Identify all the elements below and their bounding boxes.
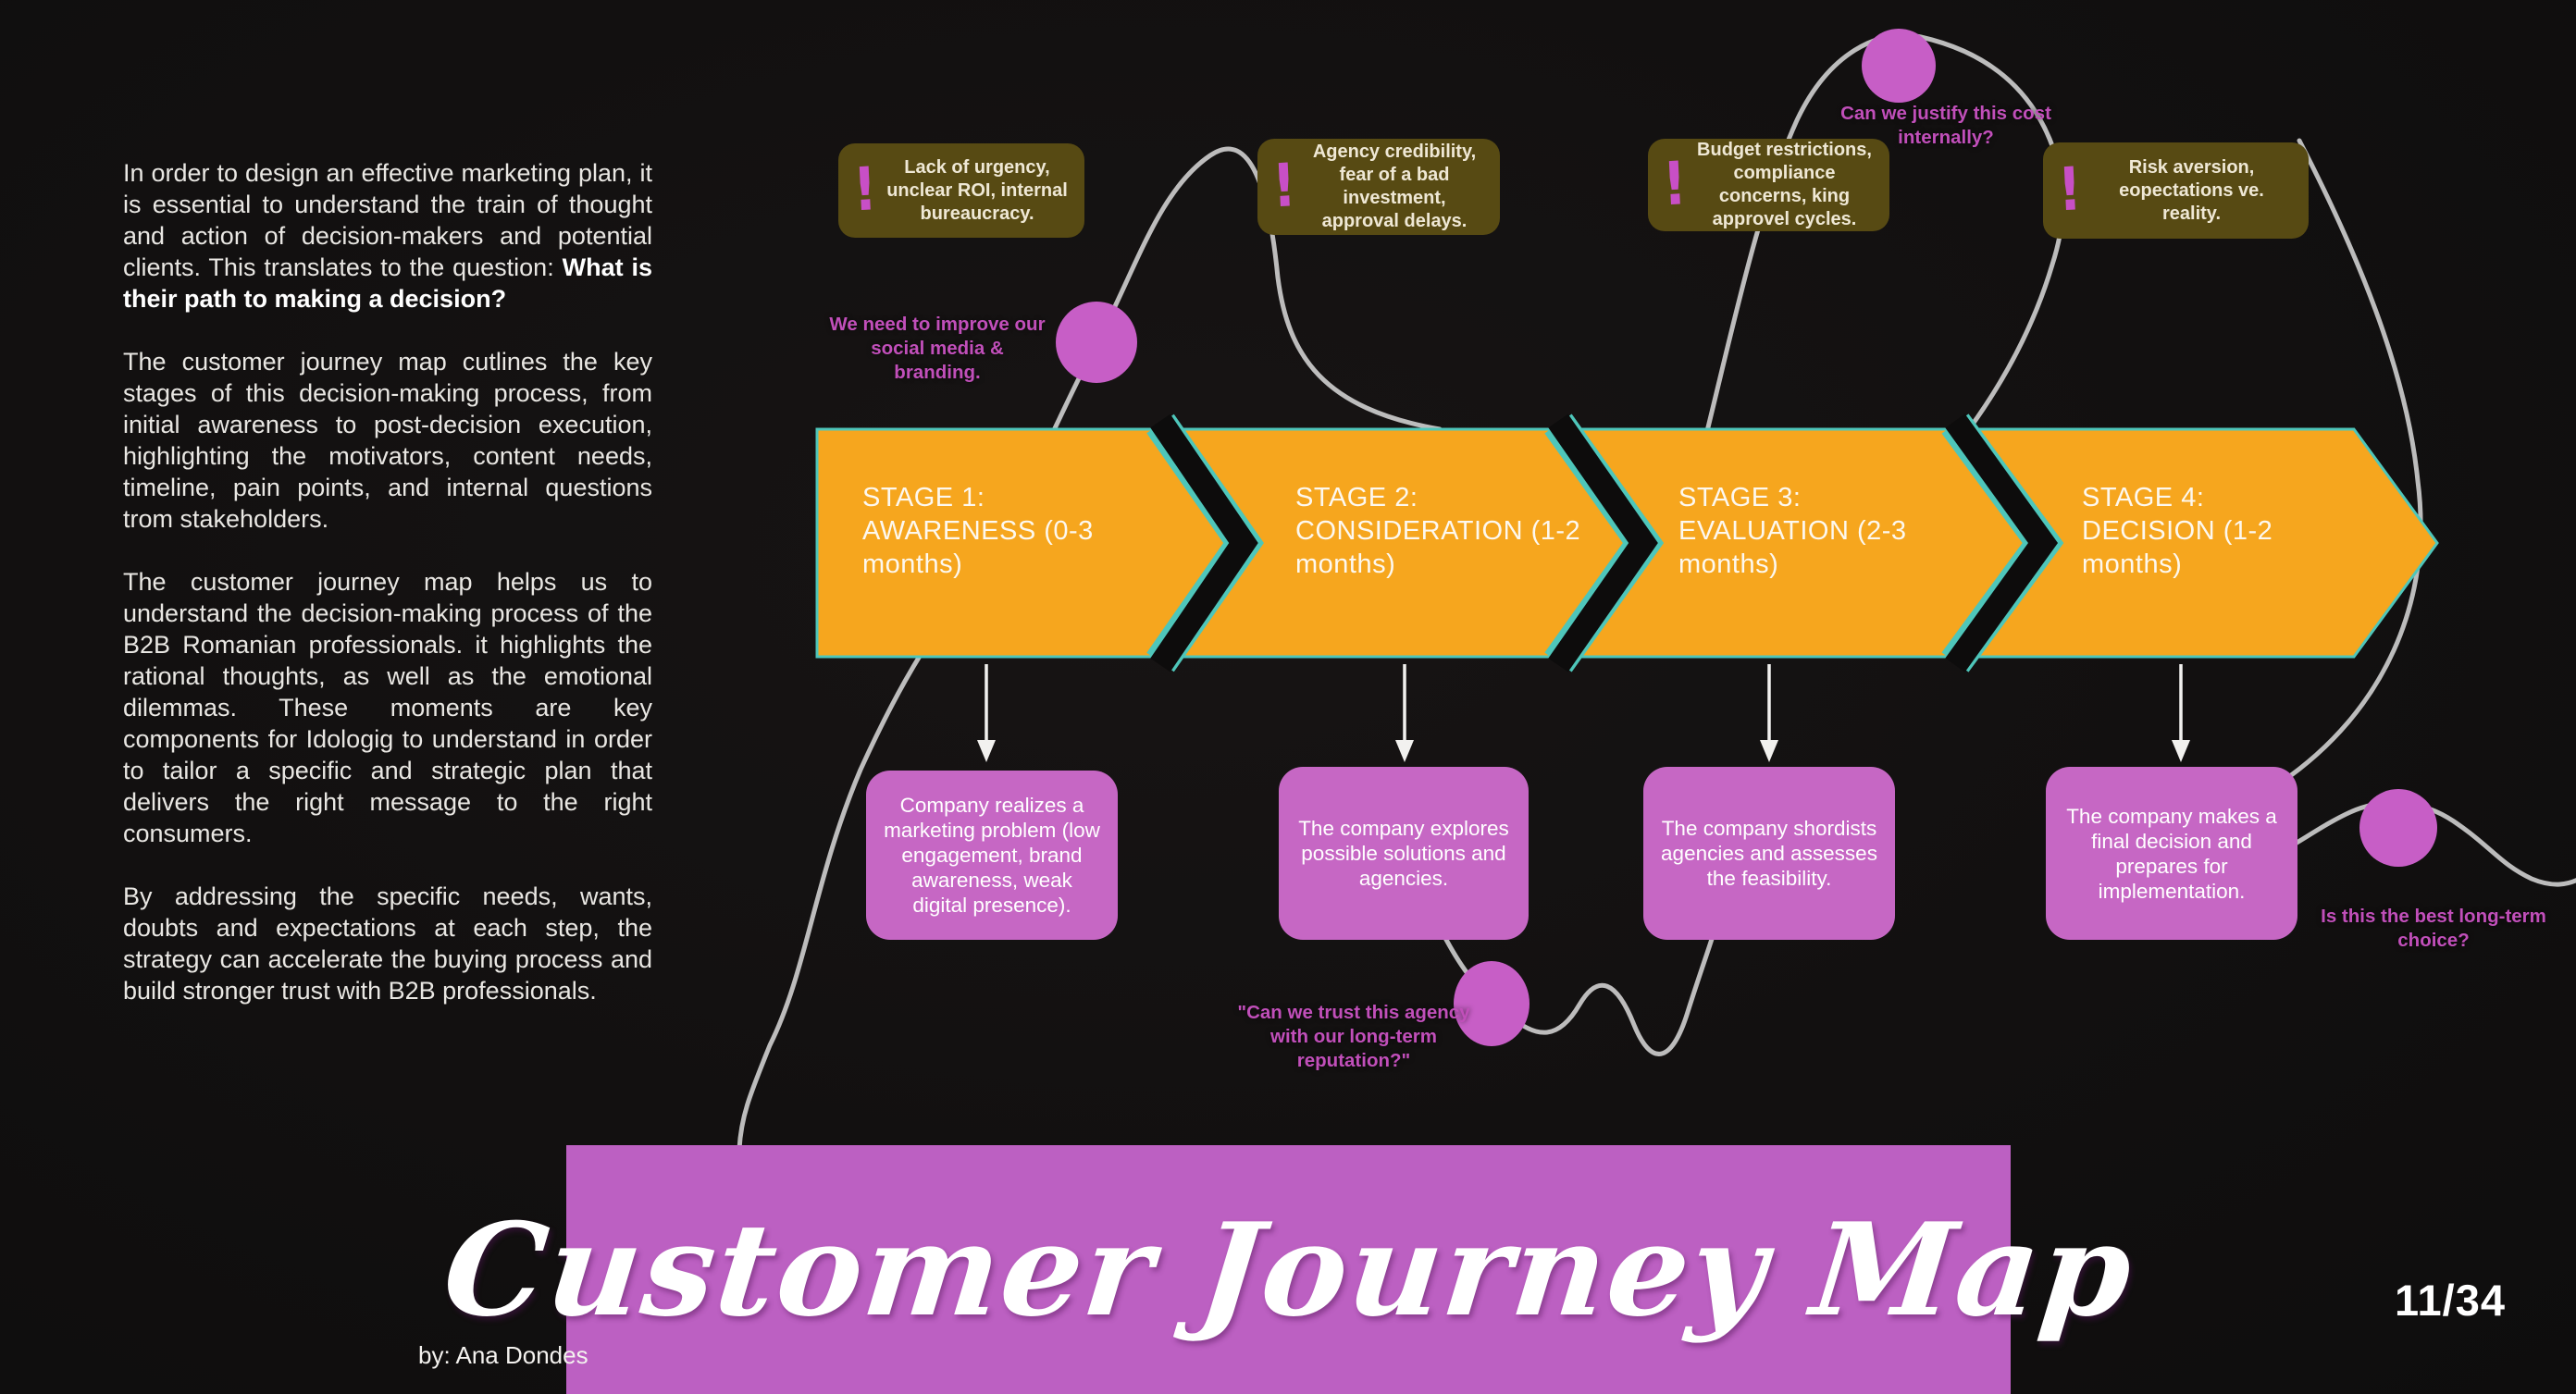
thought-circle-2 <box>1862 29 1936 103</box>
outcome-text-4: The company makes a final decision and p… <box>2066 804 2277 903</box>
journey-line-decision-down <box>2278 138 2423 785</box>
outcome-text-1: Company realizes a marketing problem (lo… <box>884 794 1100 917</box>
thought-circle-1 <box>1056 302 1137 383</box>
down-arrow-head-icon <box>1760 740 1778 762</box>
stage-2-title: STAGE 2: CONSIDERATION (1-2 months) <box>1295 483 1581 579</box>
outcome-box-2: The company explores possible solutions … <box>1279 767 1529 940</box>
stage-3-title: STAGE 3: EVALUATION (2-3 months) <box>1678 483 1907 579</box>
intro-paragraph-1: In order to design an effective marketin… <box>123 157 652 315</box>
pain-point-callout-2: ! Agency credibility, fear of a bad inve… <box>1257 139 1500 235</box>
chevron-separator <box>1150 413 1258 672</box>
pain-point-callout-4: ! Risk aversion, eopectations ve. realit… <box>2043 142 2309 239</box>
thought-text-3: "Can we trust this agency with our long-… <box>1237 1002 1470 1071</box>
down-arrow-head-icon <box>2172 740 2190 762</box>
chevron-separator <box>1945 413 2059 672</box>
outcome-text-2: The company explores possible solutions … <box>1298 817 1509 890</box>
down-arrow-head-icon <box>1395 740 1414 762</box>
stage-1-title: STAGE 1: AWARENESS (0-3 months) <box>862 483 1094 579</box>
author-credit: by: Ana Dondes <box>418 1341 588 1369</box>
intro-paragraph-1-text: In order to design an effective marketin… <box>123 159 652 281</box>
intro-text-block: In order to design an effective marketin… <box>123 157 652 1038</box>
slide-title: Customer Journey Map <box>437 1194 2140 1345</box>
pain-point-text-1: Lack of urgency, unclear ROI, internal b… <box>886 156 1068 224</box>
stage-down-arrows <box>977 664 2190 762</box>
chevron-separator <box>1548 413 1658 672</box>
outcome-box-3: The company shordists agencies and asses… <box>1643 767 1895 940</box>
title-banner: Customer Journey Map <box>437 1145 2140 1394</box>
thought-text-2: Can we justify this cost internally? <box>1840 103 2051 148</box>
intro-paragraph-3: The customer journey map helps us to und… <box>123 568 652 847</box>
thought-circle-3 <box>1454 961 1530 1046</box>
down-arrow-head-icon <box>977 740 996 762</box>
page-number: 11/34 <box>2395 1276 2507 1325</box>
pain-point-text-2: Agency credibility, fear of a bad invest… <box>1312 142 1477 231</box>
thought-circle-4 <box>2359 789 2437 867</box>
pain-point-text-3: Budget restrictions, compliance concerns… <box>1697 140 1872 229</box>
outcome-box-4: The company makes a final decision and p… <box>2046 767 2297 940</box>
intro-paragraph-4: By addressing the specific needs, wants,… <box>123 882 652 1005</box>
intro-paragraph-2: The customer journey map cutlines the ke… <box>123 348 652 533</box>
intro-question-bold: What is their path to making a decision? <box>123 253 652 313</box>
thought-text-1: We need to improve our social media & br… <box>829 314 1046 383</box>
journey-line-decision-right <box>2220 800 2576 887</box>
pain-point-text-4: Risk aversion, eopectations ve. reality. <box>2119 156 2264 224</box>
outcome-text-3: The company shordists agencies and asses… <box>1661 817 1877 890</box>
thought-text-4: Is this the best long-term choice? <box>2321 906 2546 951</box>
outcome-box-1: Company realizes a marketing problem (lo… <box>866 771 1118 940</box>
pain-point-callout-3: ! Budget restrictions, compliance concer… <box>1648 139 1889 231</box>
pain-point-callout-1: ! Lack of urgency, unclear ROI, internal… <box>838 143 1084 238</box>
stage-4-title: STAGE 4: DECISION (1-2 months) <box>2082 483 2273 579</box>
